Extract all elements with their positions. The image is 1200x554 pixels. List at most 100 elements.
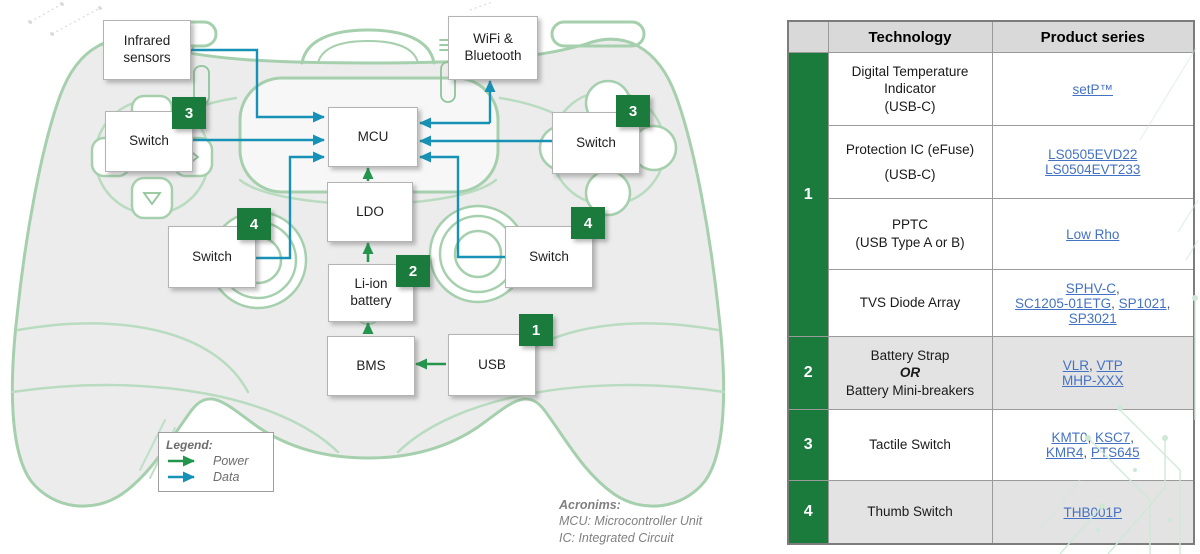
node-label: Li-ion battery xyxy=(350,276,392,308)
node-label: WiFi & Bluetooth xyxy=(464,31,522,63)
technology-line: Protection IC (eFuse) xyxy=(845,141,975,157)
product-link[interactable]: LS0504EVT233 xyxy=(1045,162,1141,177)
sweep-right xyxy=(396,383,726,454)
badge-4-right: 4 xyxy=(571,207,605,239)
technology-header: Technology xyxy=(827,20,993,53)
comma-separator: , xyxy=(1166,295,1171,311)
technology-line: Tactile Switch xyxy=(869,437,951,453)
lightbar-right-inner xyxy=(367,40,419,64)
corner-cell xyxy=(787,20,829,53)
product-link[interactable]: VTP xyxy=(1096,358,1123,373)
node-bms: BMS xyxy=(327,336,415,396)
node-label: BMS xyxy=(356,357,386,373)
legend-data-label: Data xyxy=(213,470,240,484)
acronyms-title: Acronims: xyxy=(559,498,621,512)
legend: Legend: Power Data xyxy=(158,432,274,492)
product-link[interactable]: KMR4 xyxy=(1045,445,1084,460)
group-number-cell: 2 xyxy=(787,336,829,410)
product-series-cell: Low Rho xyxy=(991,198,1195,270)
node-label: Switch xyxy=(529,248,569,264)
legend-data-row: Data xyxy=(166,469,266,485)
technology-cell: Protection IC (eFuse) (USB-C) xyxy=(827,125,993,199)
lightbar-left-inner xyxy=(317,40,369,64)
product-link[interactable]: LS0505EVD22 xyxy=(1048,147,1138,162)
product-link[interactable]: Low Rho xyxy=(1066,226,1120,242)
legend-power-label: Power xyxy=(213,454,249,468)
technology-line: (USB-C) xyxy=(884,166,936,182)
product-series-cell: setP™ xyxy=(991,52,1195,126)
node-label: LDO xyxy=(356,203,384,219)
arrow-infrared-to-mcu xyxy=(189,48,325,123)
node-ldo: LDO xyxy=(327,182,413,242)
technology-cell: Tactile Switch xyxy=(827,409,993,481)
node-wifi-bluetooth: WiFi & Bluetooth xyxy=(448,16,538,80)
technology-cell: Thumb Switch xyxy=(827,480,993,545)
group-number-cell: 1 xyxy=(787,52,829,337)
technology-line: OR xyxy=(899,365,921,381)
node-label: Switch xyxy=(576,134,616,150)
product-link[interactable]: THB001P xyxy=(1063,504,1123,520)
product-table-container: Technology Product series 1 Digital Tempe… xyxy=(787,20,1195,545)
product-link[interactable]: SPHV-C xyxy=(1065,280,1116,296)
product-link[interactable]: SP3021 xyxy=(1068,310,1117,326)
stick-right-knob xyxy=(453,229,503,279)
technology-line: Digital Temperature xyxy=(851,63,969,79)
technology-line: Indicator xyxy=(884,81,936,97)
node-label: Infrared sensors xyxy=(123,33,171,65)
product-link[interactable]: SP1021 xyxy=(1118,295,1167,311)
acronyms-note: Acronims: MCU: Microcontroller Unit IC: … xyxy=(559,497,702,546)
arrow-switch-r4-to-mcu xyxy=(419,151,505,259)
legend-title: Legend: xyxy=(166,438,213,452)
acronym-line: IC: Integrated Circuit xyxy=(559,530,674,545)
product-link[interactable]: PTS645 xyxy=(1090,445,1140,460)
table-header-row: Technology Product series xyxy=(787,20,1195,53)
node-mcu: MCU xyxy=(328,107,418,167)
technology-line: (USB-C) xyxy=(884,98,936,114)
product-series-cell: THB001P xyxy=(991,480,1195,545)
dpad-down xyxy=(130,176,174,220)
technology-line: (USB Type A or B) xyxy=(855,235,965,250)
data-arrow-icon xyxy=(168,471,195,483)
product-series-header: Product series xyxy=(991,20,1195,53)
badge-4-left: 4 xyxy=(237,208,271,240)
lightbar-left xyxy=(300,28,370,65)
technology-line: Battery Mini-breakers xyxy=(845,382,975,398)
comma-separator: , xyxy=(1088,358,1097,373)
comma-separator: , xyxy=(1111,295,1119,311)
technology-cell: TVS Diode Array xyxy=(827,269,993,337)
product-link[interactable]: KSC7 xyxy=(1094,430,1131,445)
node-label: Switch xyxy=(129,133,169,149)
node-label: Switch xyxy=(192,248,232,264)
comma-separator: , xyxy=(1130,430,1135,445)
technology-line: PPTC xyxy=(891,217,928,233)
comma-separator: , xyxy=(1116,280,1120,296)
badge-3-right: 3 xyxy=(616,95,650,127)
product-link[interactable]: MHP-XXX xyxy=(1061,373,1124,388)
technology-line: Thumb Switch xyxy=(867,504,953,520)
product-link[interactable]: setP™ xyxy=(1072,81,1113,97)
badge-2: 2 xyxy=(396,255,430,287)
table-row: 4 Thumb Switch THB001P xyxy=(787,480,1195,545)
acronym-line: MCU: Microcontroller Unit xyxy=(559,514,703,529)
technology-cell: PPTC (USB Type A or B) xyxy=(827,198,993,270)
product-link[interactable]: SC1205-01ETG xyxy=(1015,295,1112,311)
group-number-cell: 4 xyxy=(787,480,829,545)
group-number-cell: 3 xyxy=(787,409,829,481)
node-label: MCU xyxy=(357,128,389,144)
power-arrow-icon xyxy=(168,455,195,467)
legend-power-row: Power xyxy=(166,453,266,469)
node-infrared-sensors: Infrared sensors xyxy=(103,20,191,80)
badge-3-left: 3 xyxy=(172,97,206,129)
product-link[interactable]: KMT0 xyxy=(1051,430,1088,445)
technology-line: TVS Diode Array xyxy=(859,295,961,311)
product-link[interactable]: VLR xyxy=(1062,358,1089,373)
comma-separator: , xyxy=(1087,430,1095,445)
